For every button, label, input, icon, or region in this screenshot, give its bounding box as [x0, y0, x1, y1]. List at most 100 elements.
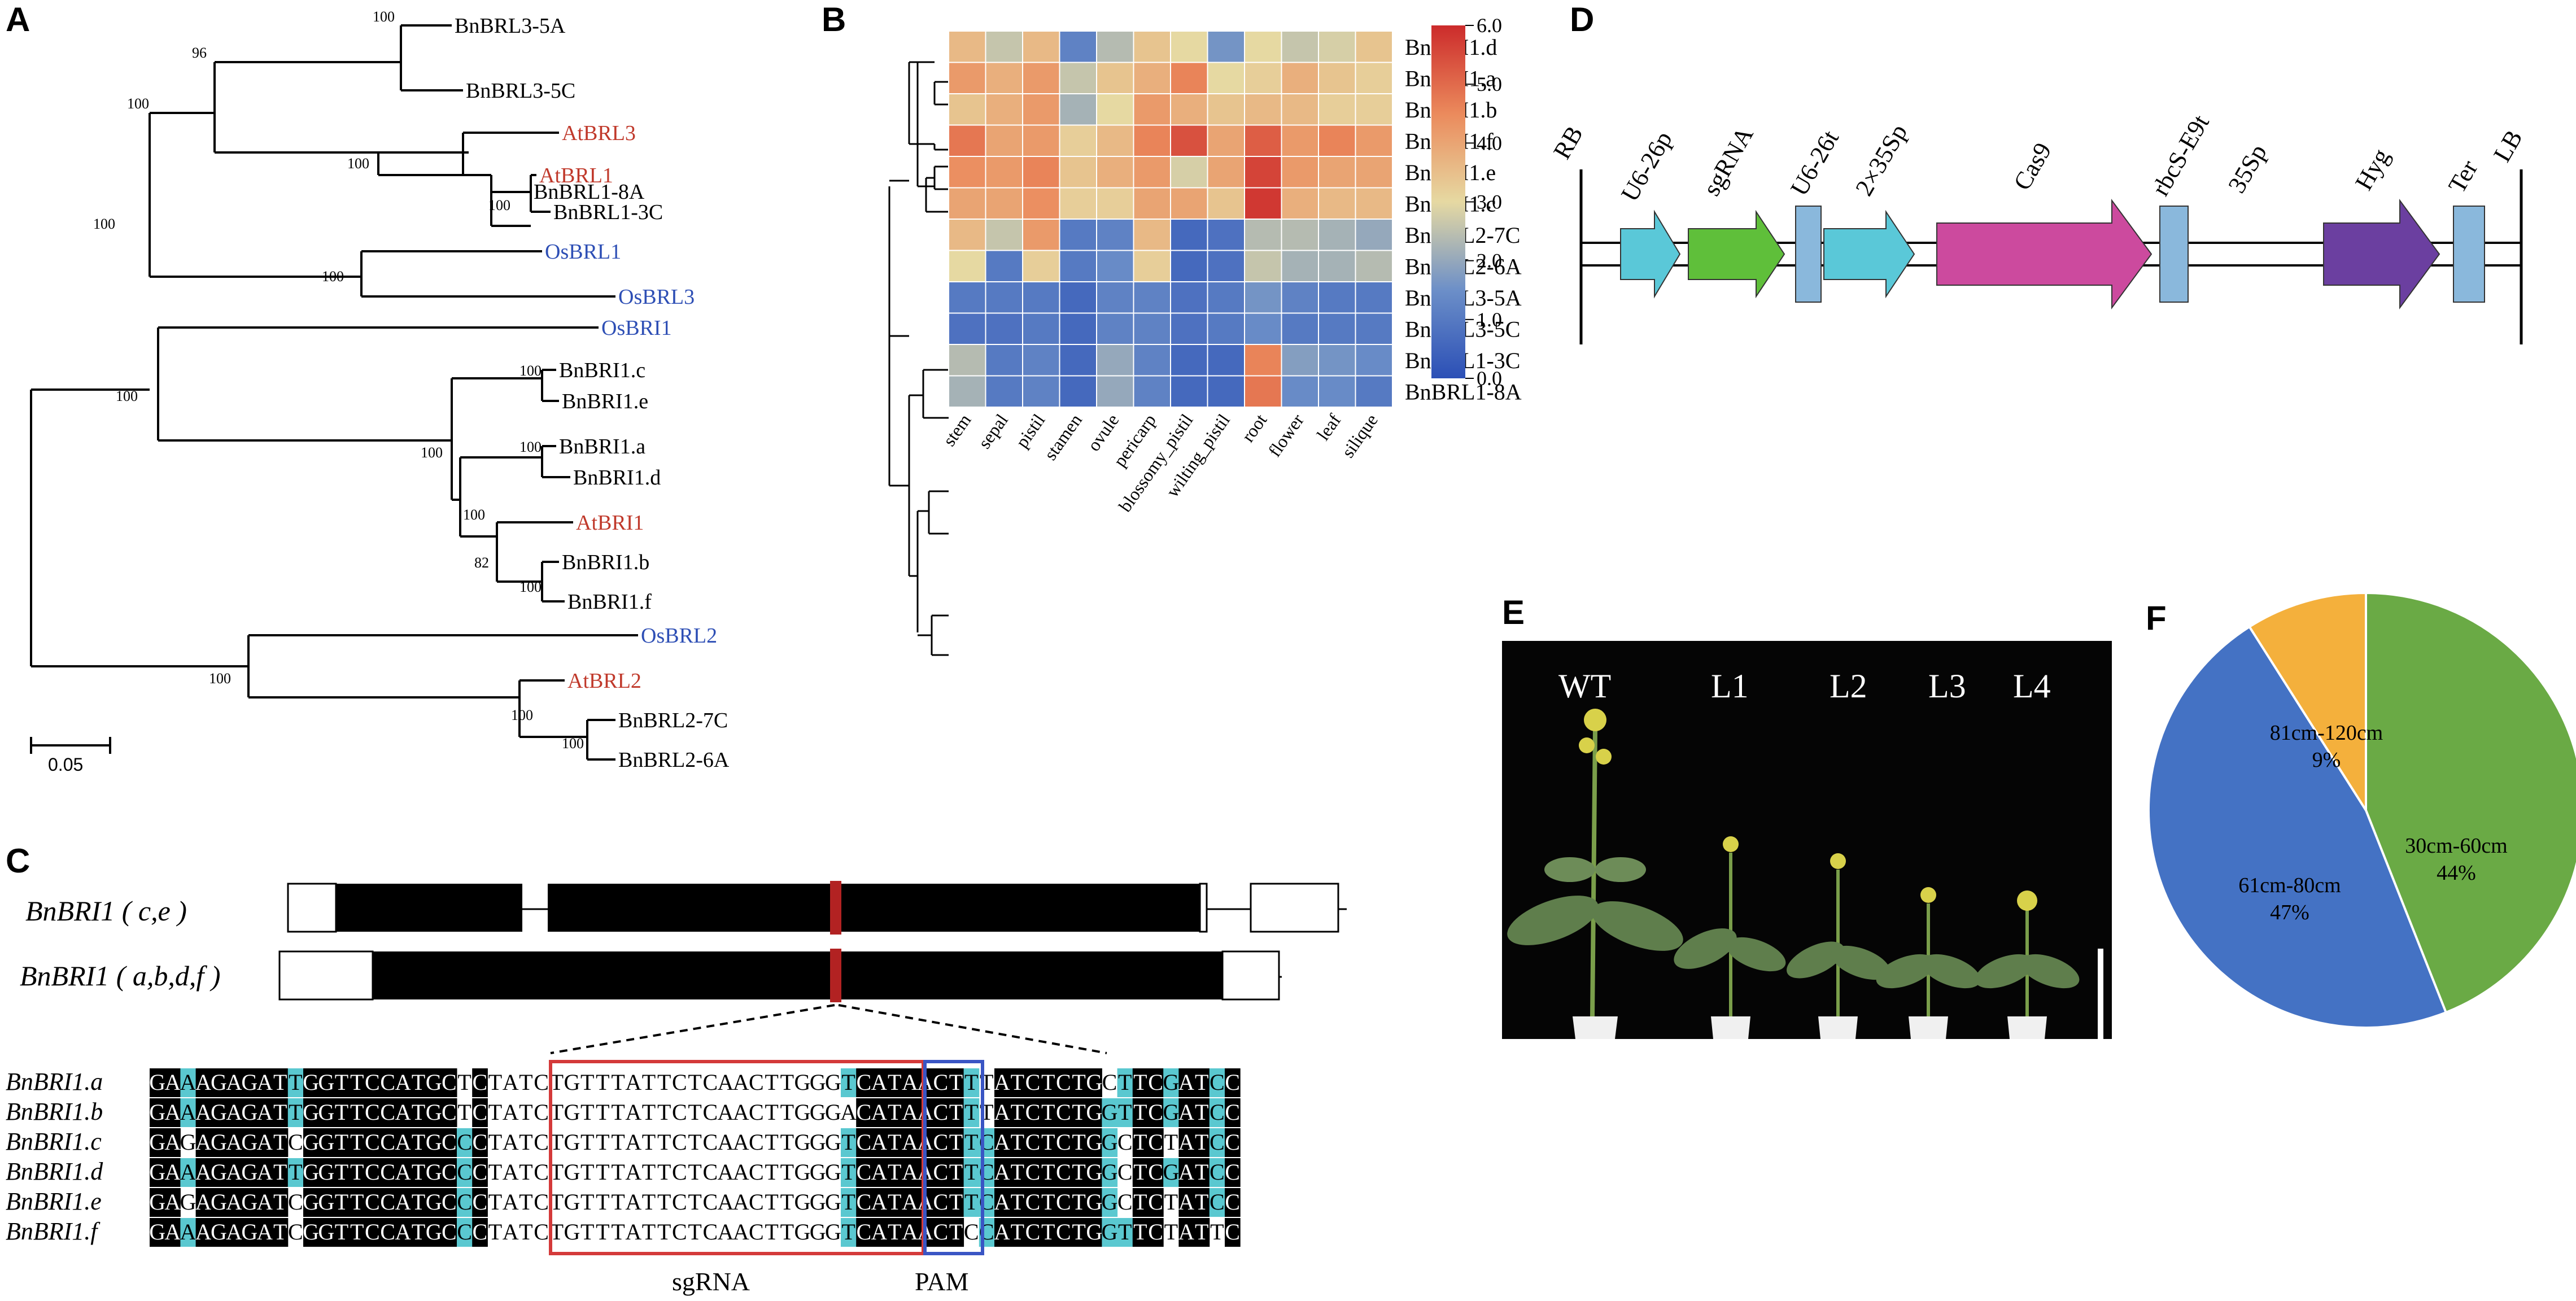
alignment-base: C [365, 1129, 380, 1155]
alignment-base: C [1056, 1189, 1071, 1215]
plant-label-l4: L4 [2013, 667, 2051, 705]
alignment-base: A [164, 1219, 181, 1245]
alignment-cell [1040, 1098, 1056, 1127]
alignment-base: C [288, 1219, 303, 1245]
alignment-base: G [564, 1159, 580, 1185]
alignment-base: C [1102, 1069, 1117, 1095]
alignment-base: T [964, 1189, 978, 1215]
heatmap-col-label: leaf [1312, 410, 1344, 444]
alignment-cell [887, 1068, 903, 1097]
alignment-base: T [657, 1159, 671, 1185]
cas9-label: Cas9 [2008, 138, 2057, 195]
heatmap-cell [1318, 281, 1356, 314]
alignment-base: A [257, 1159, 273, 1185]
alignment-base: C [1117, 1129, 1133, 1155]
alignment-cell [902, 1158, 918, 1187]
alignment-cell [1178, 1188, 1195, 1217]
alignment-base: A [395, 1189, 411, 1215]
heatmap-cell [1355, 250, 1393, 282]
alignment-base: G [825, 1069, 841, 1095]
alignment-base: T [1072, 1219, 1085, 1245]
heatmap-cell [1355, 281, 1393, 314]
alignment-base: C [534, 1219, 549, 1245]
alignment-base: T [1072, 1099, 1085, 1125]
bootstrap-value: 100 [421, 444, 443, 461]
alignment-cell [318, 1188, 334, 1217]
heatmap-cell [1318, 375, 1356, 408]
alignment-cell [334, 1218, 350, 1247]
heatmap-cell [985, 375, 1023, 408]
alignment-base: T [273, 1129, 287, 1155]
alignment-cell [1071, 1158, 1087, 1187]
alignment-base: A [164, 1189, 181, 1215]
alignment-cell [457, 1218, 473, 1247]
alignment-cell [1025, 1158, 1041, 1187]
alignment-base: C [1148, 1219, 1163, 1245]
alignment-cell [349, 1068, 365, 1097]
alignment-base: A [395, 1099, 411, 1125]
alignment-base: T [412, 1129, 425, 1155]
alignment-base: C [1025, 1069, 1041, 1095]
alignment-base: T [642, 1189, 656, 1215]
alignment-base: G [810, 1099, 826, 1125]
alignment-base: A [1178, 1069, 1195, 1095]
alignment-cell [257, 1158, 273, 1187]
alignment-base: C [365, 1159, 380, 1185]
alignment-cell [426, 1098, 442, 1127]
bootstrap-value: 100 [322, 268, 344, 285]
alignment-base: T [1133, 1219, 1147, 1245]
heatmap-cell [1355, 344, 1393, 377]
alignment-base: G [564, 1099, 580, 1125]
alignment-base: G [810, 1219, 826, 1245]
plant-l2 [1787, 853, 1890, 1039]
u6-26t-label: U6-26t [1785, 126, 1844, 200]
alignment-base: A [625, 1219, 641, 1245]
alignment-base: T [350, 1129, 364, 1155]
alignment-cell [841, 1218, 857, 1247]
alignment-base: C [442, 1189, 457, 1215]
alignment-base: A [195, 1099, 212, 1125]
heatmap-cell [1133, 30, 1171, 63]
alignment-base: A [226, 1189, 242, 1215]
alignment-base: G [825, 1189, 841, 1215]
alignment-cell [242, 1158, 257, 1187]
alignment-base: A [395, 1069, 411, 1095]
alignment-cell [211, 1188, 227, 1217]
alignment-cell [1055, 1068, 1072, 1097]
alignment-base: G [1086, 1129, 1102, 1155]
heatmap-cell [1096, 312, 1134, 345]
alignment-base: G [241, 1159, 257, 1185]
heatmap-cell [948, 250, 986, 282]
alignment-base: T [949, 1069, 963, 1095]
heatmap-cell [1170, 344, 1208, 377]
alignment-seq-name: BnBRI1.a [6, 1068, 103, 1095]
alignment-base: G [426, 1069, 442, 1095]
bootstrap-value: 100 [519, 579, 542, 595]
alignment-cell [364, 1128, 381, 1157]
heatmap-cell [948, 93, 986, 126]
alignment-base: T [888, 1219, 901, 1245]
alignment-cell [856, 1128, 872, 1157]
heatmap-cell [1170, 30, 1208, 63]
alignment-base: T [765, 1189, 778, 1215]
alignment-cell [933, 1158, 949, 1187]
heatmap-cell [1022, 93, 1060, 126]
alignment-cell [364, 1218, 381, 1247]
alignment-cell [841, 1188, 857, 1217]
alignment-cell [211, 1218, 227, 1247]
alignment-base: G [318, 1219, 334, 1245]
alignment-base: G [180, 1189, 197, 1215]
2x35sp-label: 2×35Sp [1850, 120, 1913, 200]
heatmap-cell [1355, 312, 1393, 345]
panel-a-letter: A [6, 1, 30, 38]
alignment-base: A [733, 1159, 749, 1185]
alignment-cell [349, 1128, 365, 1157]
leaf-label: AtBRL2 [567, 669, 641, 693]
alignment-cell [318, 1098, 334, 1127]
alignment-base: T [1133, 1159, 1147, 1185]
alignment-base: T [1118, 1219, 1132, 1245]
alignment-base: G [1102, 1189, 1118, 1215]
heatmap-cell [1355, 30, 1393, 63]
alignment-base: G [825, 1219, 841, 1245]
alignment-base: T [350, 1099, 364, 1125]
